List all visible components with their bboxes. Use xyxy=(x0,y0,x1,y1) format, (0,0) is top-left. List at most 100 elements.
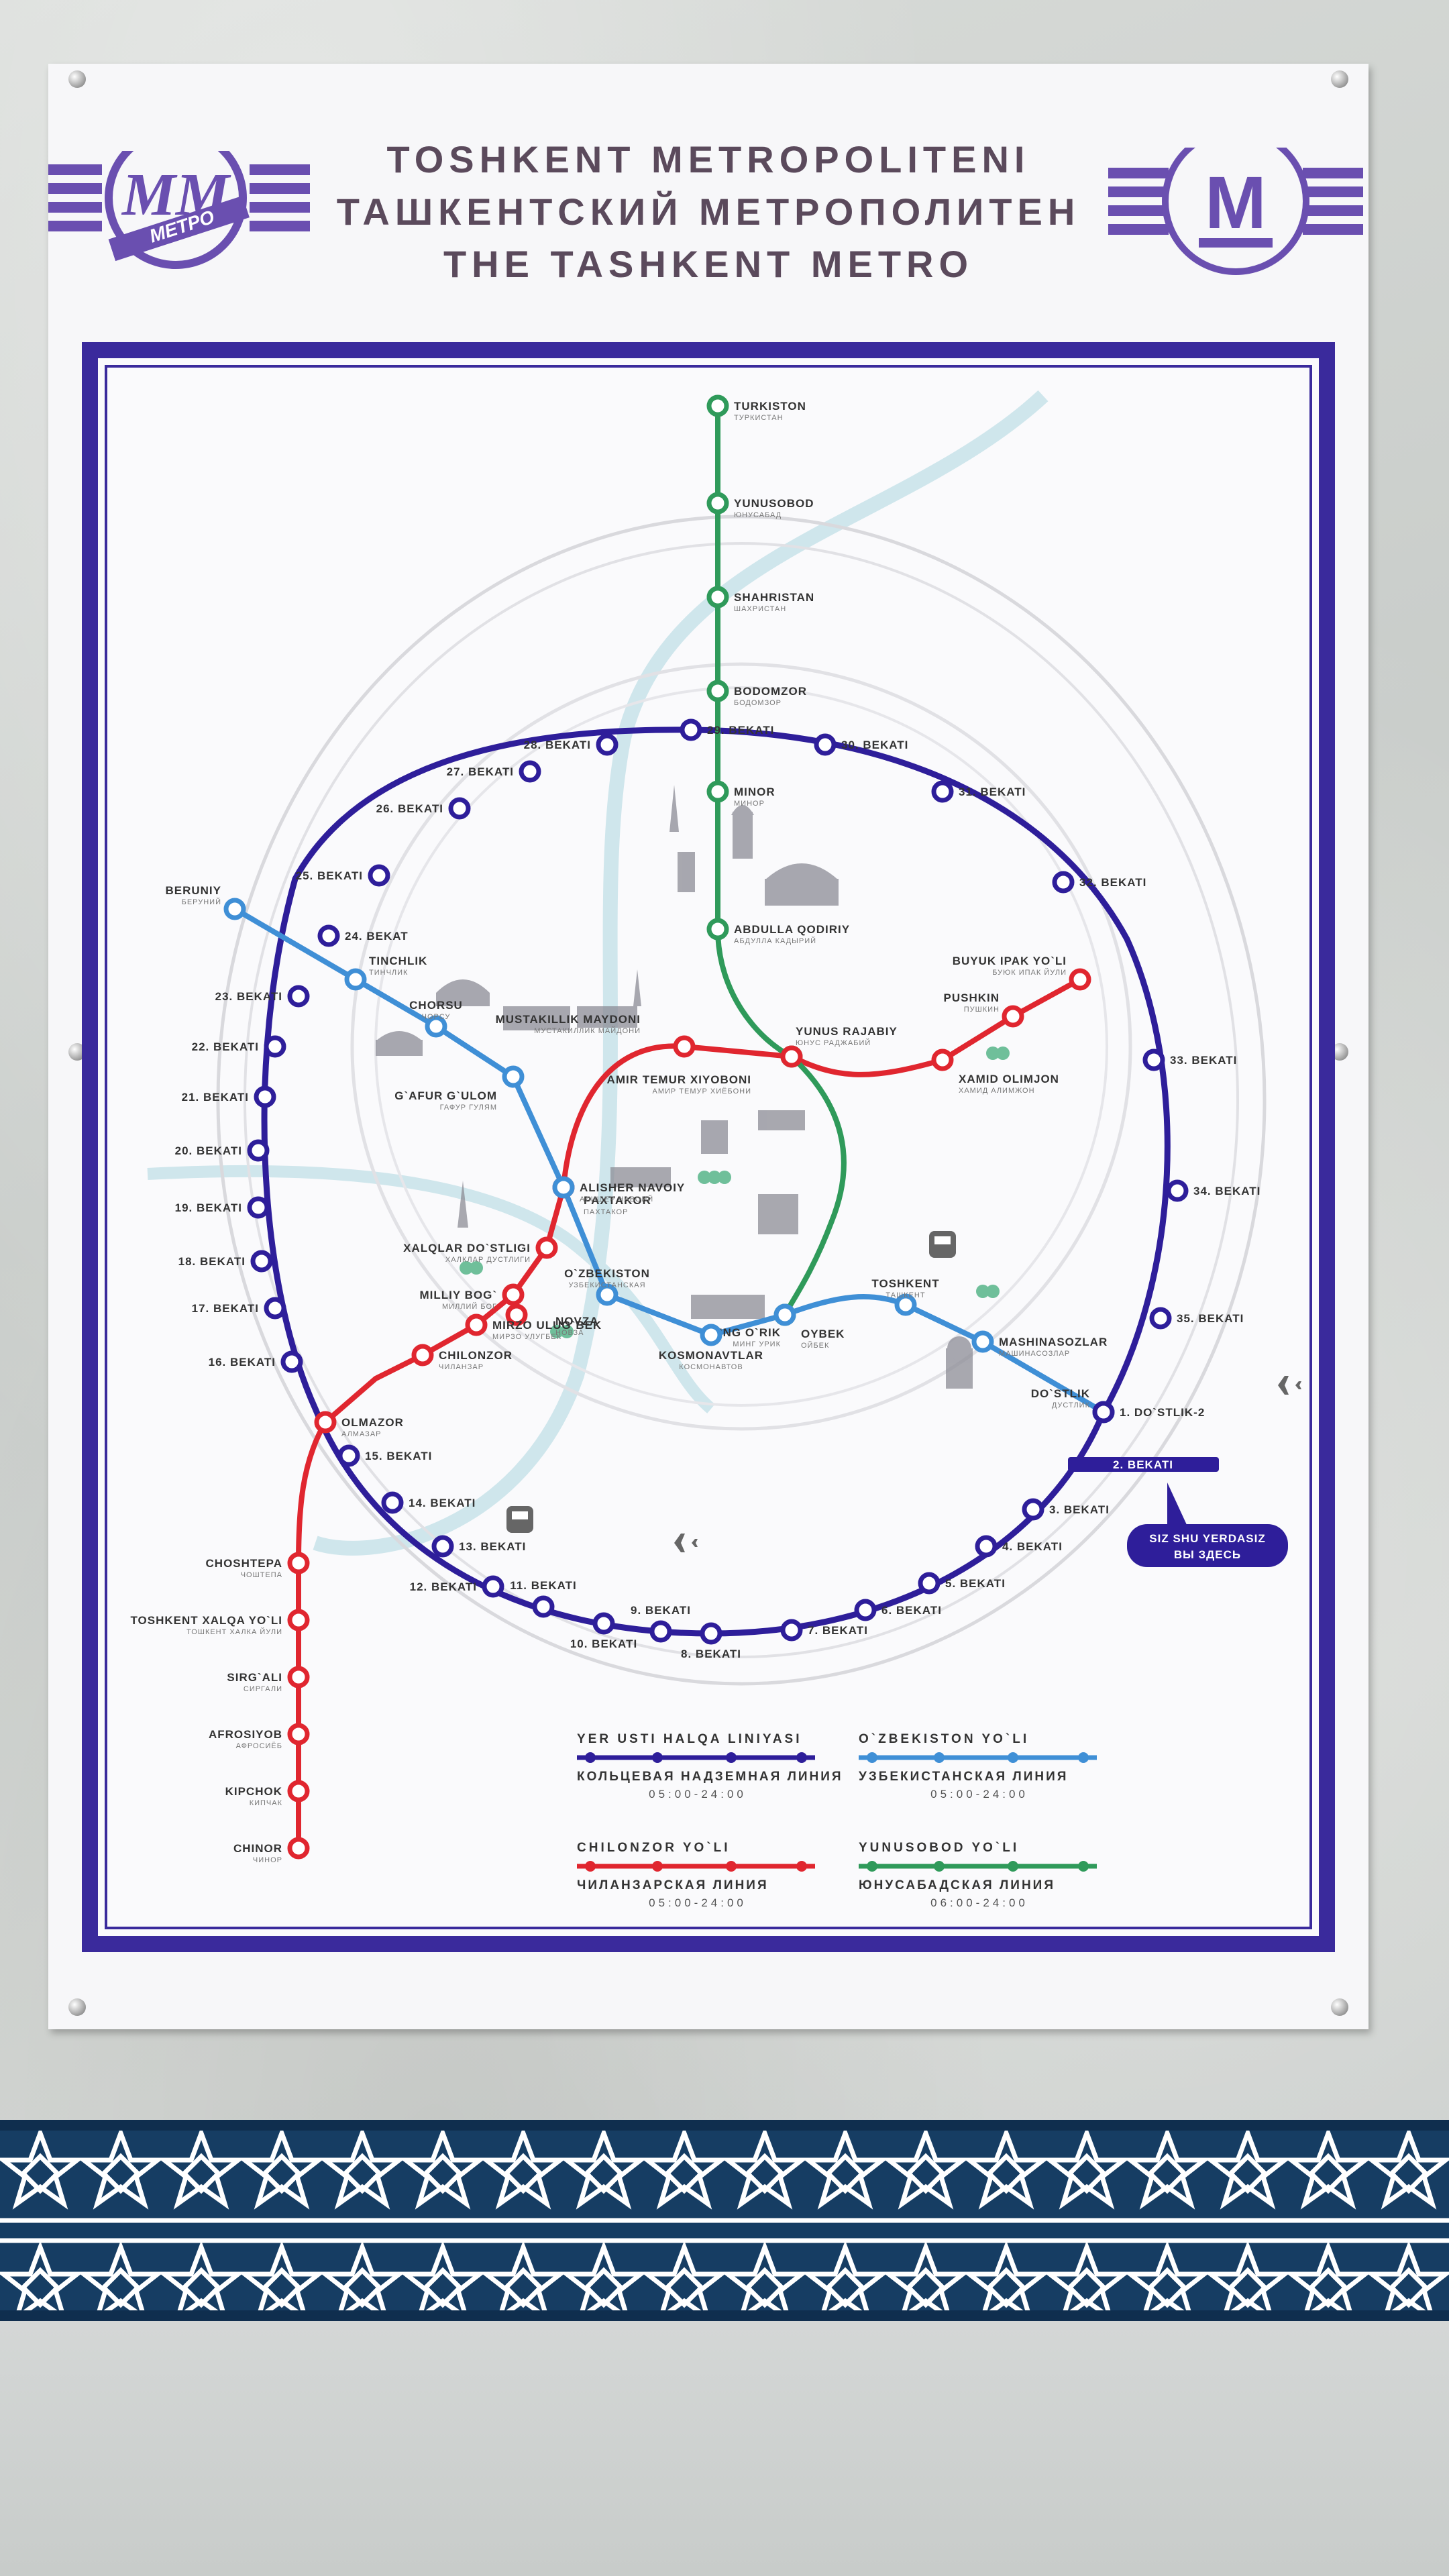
station-marker-ring[interactable] xyxy=(649,1620,672,1643)
station-marker-green[interactable] xyxy=(706,780,729,803)
station-marker-red[interactable] xyxy=(287,1666,310,1688)
station-label: 9. BEKATI xyxy=(631,1604,691,1617)
station-marker-ring[interactable] xyxy=(814,733,837,756)
station-marker-blue[interactable] xyxy=(971,1330,994,1353)
current-station-label: 2. BEKATI xyxy=(1113,1458,1173,1471)
station-marker-green[interactable] xyxy=(706,394,729,417)
station-label: 15. BEKATI xyxy=(365,1450,432,1462)
station-marker-ring[interactable] xyxy=(680,718,702,741)
station-marker-ring[interactable] xyxy=(1166,1179,1189,1202)
station-marker-red[interactable] xyxy=(535,1236,558,1259)
station-marker-ring[interactable] xyxy=(254,1085,276,1108)
station-marker-red[interactable] xyxy=(673,1035,696,1058)
station-label: 3. BEKATI xyxy=(1049,1503,1110,1516)
station-marker-ring[interactable] xyxy=(431,1535,454,1558)
station-marker-ring[interactable] xyxy=(1149,1307,1172,1330)
station-marker-red[interactable] xyxy=(287,1780,310,1803)
station-marker-ring[interactable] xyxy=(780,1619,803,1642)
park-icons xyxy=(460,1046,1010,1338)
station-marker-ring[interactable] xyxy=(975,1535,998,1558)
station-marker-ring[interactable] xyxy=(532,1595,555,1618)
station-marker-ring[interactable] xyxy=(596,733,619,756)
station-marker-ring[interactable] xyxy=(317,924,340,947)
metro-map: TURKISTONТУРКИСТАНYUNUSOBODЮНУСАБАДSHAHR… xyxy=(130,390,1301,1909)
metro-logo-left-icon: ΜΜ МЕТРО xyxy=(48,151,310,269)
station-marker-red[interactable] xyxy=(287,1723,310,1746)
station-marker-red[interactable] xyxy=(411,1344,434,1366)
station-marker-ring[interactable] xyxy=(264,1035,286,1058)
station-marker-red[interactable] xyxy=(780,1045,803,1068)
station-marker-red[interactable] xyxy=(287,1552,310,1574)
station-marker-blue[interactable] xyxy=(596,1283,619,1306)
station-label-cyrillic: АФРОСИЁБ xyxy=(236,1742,282,1750)
station-label-cyrillic: ХАЛКЛАР ДУСТЛИГИ xyxy=(445,1256,531,1264)
station-marker-blue[interactable] xyxy=(894,1293,917,1316)
station-marker-red[interactable] xyxy=(465,1313,488,1336)
landmark-icons xyxy=(376,785,973,1389)
station-label: XAMID OLIMJON xyxy=(959,1073,1059,1085)
legend-hours: 05:00-24:00 xyxy=(649,1788,747,1801)
legend-sub: ЮНУСАБАДСКАЯ ЛИНИЯ xyxy=(859,1878,1055,1892)
station-marker-ring[interactable] xyxy=(700,1622,722,1645)
legend-title: CHILONZOR YO`LI xyxy=(577,1841,731,1855)
station-marker-red[interactable] xyxy=(931,1049,954,1071)
station-marker-ring[interactable] xyxy=(381,1491,404,1514)
station-marker-ring[interactable] xyxy=(592,1612,615,1635)
station-marker-ring[interactable] xyxy=(854,1599,877,1621)
station-label: 21. BEKATI xyxy=(182,1091,249,1104)
station-marker-red[interactable] xyxy=(1069,968,1091,991)
legend-yunusobod: YUNUSOBOD YO`LI ЮНУСАБАДСКАЯ ЛИНИЯ 06:00… xyxy=(859,1841,1097,1909)
legend-sub: ЧИЛАНЗАРСКАЯ ЛИНИЯ xyxy=(577,1878,769,1892)
wall-lower-band xyxy=(0,2321,1449,2576)
logo-m-letter: М xyxy=(1205,162,1267,244)
station-label: 30. BEKATI xyxy=(841,739,908,751)
station-label: 20. BEKATI xyxy=(175,1144,242,1157)
you-are-here-marker[interactable]: 2. BEKATI SIZ SHU YERDASIZ ВЫ ЗДЕСЬ xyxy=(1068,1457,1288,1567)
station-marker-ring[interactable] xyxy=(280,1350,303,1373)
station-marker-blue[interactable] xyxy=(700,1324,722,1346)
station-label-cyrillic: МУСТАКИЛЛИК МАЙДОНИ xyxy=(534,1026,641,1035)
station-label-cyrillic: ОЙБЕК xyxy=(801,1341,829,1350)
station-marker-ring[interactable] xyxy=(918,1572,941,1595)
station-marker-ring[interactable] xyxy=(931,780,954,803)
station-marker-ring[interactable] xyxy=(337,1444,360,1467)
station-marker-blue[interactable] xyxy=(773,1303,796,1326)
station-marker-green[interactable] xyxy=(706,918,729,941)
yunusobod-line xyxy=(715,403,847,1318)
station-label: PAXTAKOR xyxy=(584,1194,651,1207)
station-marker-ring[interactable] xyxy=(264,1297,286,1320)
station-label-cyrillic: ПАХТАКОР xyxy=(584,1208,628,1216)
station-marker-red[interactable] xyxy=(505,1303,528,1326)
station-marker-ring[interactable] xyxy=(1092,1401,1115,1424)
station-marker-blue[interactable] xyxy=(344,968,367,991)
station-marker-ring[interactable] xyxy=(250,1250,273,1273)
station-marker-green[interactable] xyxy=(706,680,729,702)
building-icon xyxy=(758,1194,798,1234)
title-english: THE TASHKENT METRO xyxy=(443,243,974,285)
station-marker-ring[interactable] xyxy=(1142,1049,1165,1071)
station-marker-ring[interactable] xyxy=(247,1196,270,1219)
station-label: CHILONZOR xyxy=(439,1349,513,1362)
station-marker-ring[interactable] xyxy=(1052,871,1075,894)
station-marker-green[interactable] xyxy=(706,492,729,515)
station-marker-blue[interactable] xyxy=(425,1015,447,1038)
station-marker-ring[interactable] xyxy=(287,985,310,1008)
station-marker-red[interactable] xyxy=(502,1283,525,1306)
station-label: 23. BEKATI xyxy=(215,990,282,1003)
legend-chilonzor: CHILONZOR YO`LI ЧИЛАНЗАРСКАЯ ЛИНИЯ 05:00… xyxy=(577,1841,815,1909)
station-marker-blue[interactable] xyxy=(502,1065,525,1088)
station-marker-ring[interactable] xyxy=(247,1139,270,1162)
station-marker-blue[interactable] xyxy=(223,898,246,920)
station-marker-ring[interactable] xyxy=(1022,1498,1044,1521)
station-marker-red[interactable] xyxy=(287,1837,310,1860)
station-marker-ring[interactable] xyxy=(448,797,471,820)
station-marker-ring[interactable] xyxy=(519,760,541,783)
station-marker-green[interactable] xyxy=(706,586,729,608)
station-marker-ring[interactable] xyxy=(368,864,390,887)
station-marker-red[interactable] xyxy=(1002,1005,1024,1028)
station-marker-ring[interactable] xyxy=(482,1575,504,1598)
station-label-cyrillic: ПУШКИН xyxy=(964,1006,1000,1014)
station-marker-red[interactable] xyxy=(314,1411,337,1434)
station-marker-blue[interactable] xyxy=(552,1176,575,1199)
station-marker-red[interactable] xyxy=(287,1609,310,1631)
